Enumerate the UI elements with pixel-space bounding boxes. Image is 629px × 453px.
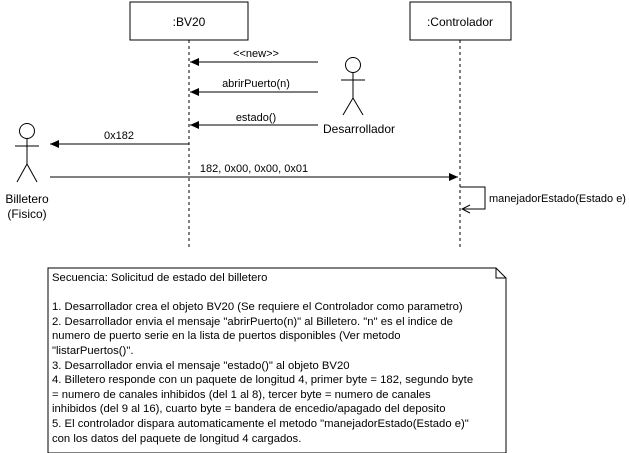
actor-billetero-label-2: (Fisico) (7, 207, 46, 221)
note-line: 4. Billetero responde con un paquete de … (52, 374, 474, 387)
note-line: 5. El controlador dispara automaticament… (52, 417, 469, 430)
actor-desarrollador-label: Desarrollador (323, 122, 395, 136)
message-paquete[interactable]: 182, 0x00, 0x00, 0x01 (50, 163, 458, 181)
lifeline-controlador[interactable]: :Controlador (409, 1, 512, 250)
message-abrir-puerto-label: abrirPuerto(n) (222, 78, 290, 90)
message-response-0x182[interactable]: 0x182 (50, 130, 189, 148)
note-title: Secuencia: Solicitud de estado del bille… (52, 272, 268, 284)
note-line: 1. Desarrollador crea el objeto BV20 (Se… (52, 301, 463, 314)
note-line: 2. Desarrollador envia el mensaje "abrir… (52, 315, 453, 328)
actor-desarrollador-head (345, 57, 361, 73)
message-paquete-label: 182, 0x00, 0x00, 0x01 (200, 163, 308, 175)
note-line: numero de puerto serie en la lista de pu… (52, 330, 401, 343)
message-response-label: 0x182 (104, 130, 134, 142)
note-line: con los datos del paquete de longitud 4 … (52, 432, 302, 445)
message-manejador-estado-label: manejadorEstado(Estado e) (489, 193, 626, 205)
note-box (47, 267, 507, 453)
message-new-label: <<new>> (233, 48, 279, 60)
lifeline-controlador-label: :Controlador (427, 15, 493, 29)
note-border (47, 267, 507, 453)
lifeline-bv20-label: :BV20 (173, 15, 206, 29)
note-line: = numero de canales inhibidos (del 1 al … (52, 388, 431, 401)
actor-billetero[interactable] (15, 123, 39, 183)
note-line: "listarPuertos()". (52, 344, 134, 357)
message-abrir-puerto[interactable]: abrirPuerto(n) (190, 78, 318, 96)
note-spacer (52, 286, 500, 301)
message-estado-label: estado() (236, 112, 276, 124)
note-line: inhibidos (del 9 al 16), cuarto byte = b… (52, 403, 446, 416)
actor-desarrollador-leg-right (352, 97, 364, 116)
message-manejador-estado[interactable]: manejadorEstado(Estado e) (460, 186, 626, 209)
message-new[interactable]: <<new>> (190, 48, 318, 66)
note-fold (495, 268, 506, 279)
message-estado[interactable]: estado() (190, 112, 318, 129)
actor-desarrollador-leg-left (342, 97, 354, 116)
actor-billetero-leg-right (26, 163, 38, 183)
actor-billetero-head (19, 123, 35, 139)
note-line: 3. Desarrollador envia el mensaje "estad… (52, 359, 350, 372)
note-content: Secuencia: Solicitud de estado del bille… (52, 271, 500, 446)
lifeline-bv20[interactable]: :BV20 (129, 1, 249, 250)
actor-billetero-label-1: Billetero (5, 192, 49, 206)
actor-desarrollador[interactable] (341, 57, 365, 116)
actor-billetero-leg-left (16, 163, 28, 183)
